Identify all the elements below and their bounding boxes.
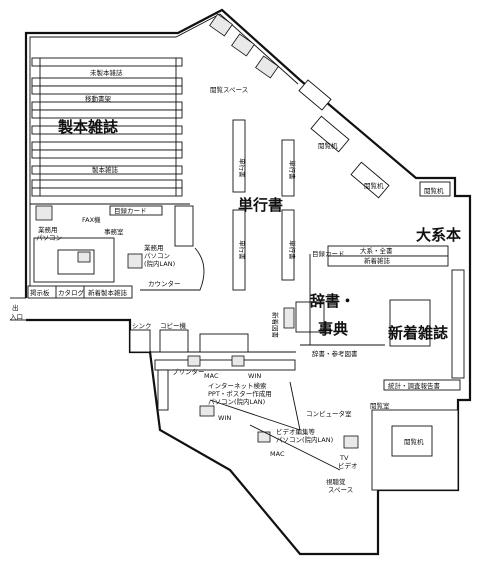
label-computer-room: コンピュータ室 [306,409,352,418]
label-sink: シンク [132,322,152,330]
label-internet-line1: インターネット検索 [208,381,267,390]
label-copier: コピー機 [160,321,187,330]
label-win-1: WIN [248,372,261,380]
label-office-pc-line1: 業務用 [38,225,58,234]
svg-text:単行書: 単行書 [238,240,247,260]
label-catalog-card: 目録カード [312,249,345,258]
label-entrance-line2: 入口 [10,313,23,321]
label-office-pc-line2: パソコン [36,234,62,242]
svg-text:単行書: 単行書 [238,158,247,178]
label-monograph-vertical-1: 単行書 [238,158,247,178]
label-work-pc-line3: (院内LAN) [144,259,175,268]
room-label-bound-journals: 製本雑誌 [57,118,118,136]
label-mac-1: MAC [204,372,219,380]
label-reading-desk-2: 閲覧机 [364,181,384,190]
label-reading-room: 閲覧室 [370,401,390,410]
label-bulletin: 掲示板 [30,288,50,297]
label-reading-desk-3: 閲覧机 [424,186,444,195]
svg-text:単行書: 単行書 [288,160,297,180]
label-new-bound: 新着製本雑誌 [88,288,128,297]
room-label-new-journals: 新着雑誌 [388,324,448,342]
label-video-edit-line2: パソコン(院内LAN) [276,435,333,444]
label-video-edit-line1: ビデオ編集等 [276,427,316,436]
label-work-pc-line2: パソコン [144,252,170,260]
label-internet-line3: パソコン(院内LAN) [208,397,265,406]
label-stats: 統計・調査報告書 [388,381,441,390]
label-monograph-vertical-3: 単行書 [238,240,247,260]
monograph-stacks [232,119,295,291]
svg-text:単行書: 単行書 [288,240,297,260]
label-unbound-stacks: 未製本雑誌 [90,68,123,77]
label-monograph-vertical-2: 単行書 [288,160,297,180]
label-tv: TV [339,454,349,462]
label-av-line2: スペース [328,486,353,494]
label-new-books-vertical: 新着図書 [271,312,280,339]
label-av-line1: 視聴覚 [326,477,346,486]
right-shelves [283,245,465,391]
label-internet-line2: PPT・ポスター作成用 [208,389,272,398]
svg-text:新着図書: 新着図書 [271,312,280,339]
label-mobile-shelves: 移動書架 [85,94,112,103]
label-dict-ref: 辞書・参考図書 [312,349,358,358]
label-new-journal-shelf: 新着雑誌 [364,256,391,265]
computer-room [129,329,359,471]
label-mac-2: MAC [270,450,285,458]
bound-journal-stacks [31,57,183,197]
label-monograph-vertical-4: 単行書 [288,240,297,260]
label-reading-desk-1: 閲覧机 [318,141,338,150]
label-video: ビデオ [338,461,358,470]
label-series-all: 大系・全書 [360,246,393,255]
outer-walls [10,8,472,556]
room-label-monographs: 単行書 [238,196,283,214]
label-reading-desk-4: 閲覧机 [404,437,424,446]
label-counter: カウンター [148,279,181,288]
label-catalog: カタログ [58,288,85,297]
label-work-pc-line1: 業務用 [144,243,164,252]
label-entrance-line1: 出 [12,303,19,312]
office-area [27,203,205,299]
room-label-dictionaries-line2: 事典 [318,320,348,338]
label-win-2: WIN [218,414,231,422]
reading-room [371,409,459,491]
label-reading-space: 閲覧スペース [210,85,248,94]
room-label-dictionaries-line1: 辞書・ [310,292,355,310]
label-bound-journals-small: 製本雑誌 [92,165,119,174]
reading-desks [209,13,451,199]
room-label-series: 大系本 [416,226,461,244]
label-printer: プリンター [172,367,205,376]
label-office: 事務室 [104,227,124,236]
label-fax: FAX機 [82,215,101,224]
label-catalog-card-top: 目録カード [114,206,147,215]
